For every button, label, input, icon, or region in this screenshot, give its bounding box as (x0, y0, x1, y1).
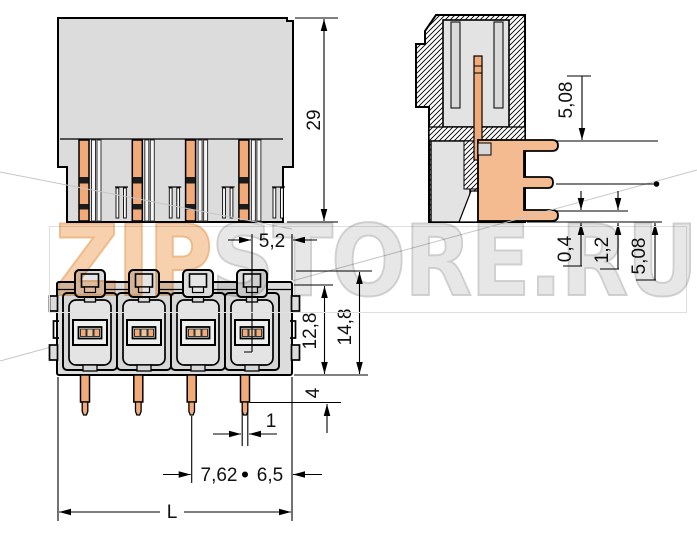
dim-label-508-top: 5,08 (556, 82, 577, 119)
dimension-labels: 29 5,08 0,4 1,2 5,08 5,2 12,8 14,8 4 1 7… (167, 82, 650, 523)
latch-clamp (74, 269, 106, 298)
dimension-lines (57, 17, 662, 521)
dim-04-12-508 (527, 191, 662, 281)
dim-L (57, 377, 293, 521)
dim-762-65 (163, 416, 322, 483)
latch-clamp (182, 269, 214, 298)
dim-128 (294, 284, 368, 376)
solder-pin (79, 374, 91, 416)
side-copper-contact (477, 139, 559, 222)
dim-148 (296, 270, 372, 374)
dim-1 (213, 409, 277, 446)
dim-label-1: 1 (266, 411, 277, 432)
connector-module (62, 292, 118, 372)
dim-label-65: 6,5 (257, 465, 283, 486)
side-cavity-slot (450, 21, 461, 109)
dim-508-top (556, 75, 658, 142)
dim-label-12: 1,2 (592, 237, 613, 263)
bottom-modules (62, 292, 280, 372)
latch-clamp (128, 269, 160, 298)
dim-label-128: 12,8 (300, 313, 321, 350)
dim-label-148: 14,8 (335, 309, 356, 346)
solder-pin (133, 374, 144, 416)
dim-label-4: 4 (303, 387, 324, 398)
dim-52 (228, 234, 317, 353)
front-view (57, 17, 294, 223)
side-pin-ticks (474, 65, 482, 74)
dim-middle-prong-ref (556, 181, 660, 187)
bottom-solder-pins (79, 374, 251, 416)
side-cavity-slot (493, 21, 504, 109)
solder-pin (186, 374, 197, 416)
connector-module (116, 292, 172, 372)
dim-label-L: L (167, 502, 178, 523)
dim-29 (287, 17, 338, 223)
construction-line (0, 171, 293, 230)
front-housing-outline (57, 17, 294, 223)
dim-label-29: 29 (304, 109, 325, 130)
dim-label-508-bottom: 5,08 (629, 238, 650, 275)
side-section-view (415, 14, 559, 223)
dim-label-04: 0,4 (555, 235, 576, 262)
connector-module (170, 292, 226, 372)
dim-label-52: 5,2 (259, 231, 285, 252)
side-contact-notch (477, 142, 492, 156)
bottom-side-tabs (48, 295, 301, 361)
bottom-view (48, 269, 301, 416)
dim-4 (250, 401, 341, 433)
dim-label-762: 7,62 (201, 465, 238, 486)
